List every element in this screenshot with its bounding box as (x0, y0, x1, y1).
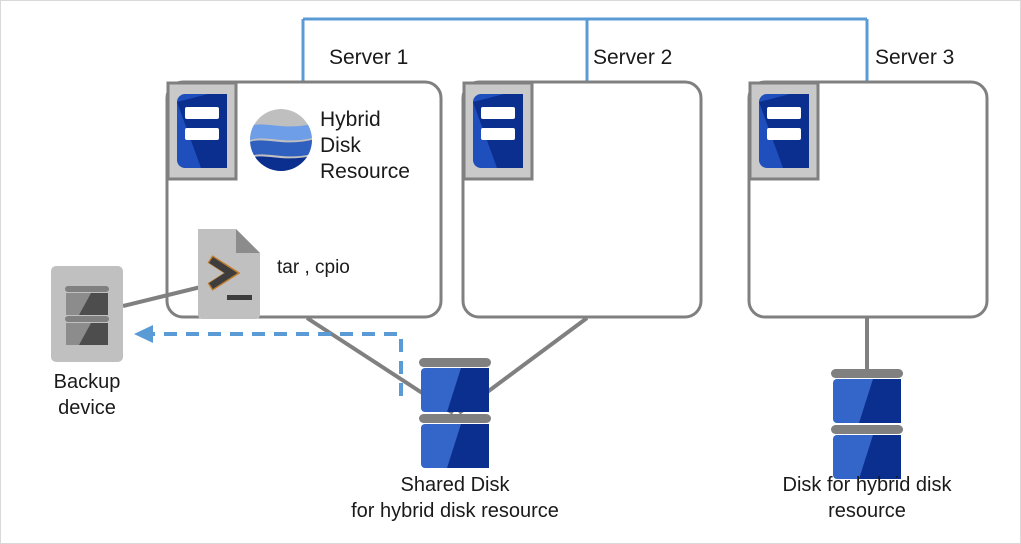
shared-disk-icon (419, 358, 491, 468)
backup-device-caption-line-2: device (58, 397, 116, 419)
shared-disk-caption-line-2: for hybrid disk resource (351, 500, 559, 522)
server-icon-3 (748, 81, 820, 181)
server-1-label: Server 1 (329, 46, 409, 69)
hybrid-disk-icon (831, 369, 903, 479)
server-icon-2 (462, 81, 534, 181)
server-icon-1 (166, 81, 238, 181)
hybrid-disk-caption-line-1: Disk for hybrid disk (782, 474, 952, 496)
tape-drive-icon (51, 266, 123, 362)
shared-disk-caption-line-1: Shared Disk (400, 474, 510, 496)
backup-data-flow-arrow (134, 325, 403, 396)
backup-command-label: tar , cpio (277, 257, 350, 278)
hybrid-disk-caption-line-2: resource (828, 500, 906, 522)
network-bus (301, 17, 869, 83)
hybrid-disk-resource-label-line-1: Hybrid (320, 108, 381, 131)
globe-icon (250, 109, 312, 171)
hybrid-disk-resource-label-line-3: Resource (320, 160, 410, 183)
server-2-label: Server 2 (593, 46, 673, 69)
server-3-label: Server 3 (875, 46, 955, 69)
backup-device-caption-line-1: Backup (53, 371, 121, 393)
hybrid-disk-resource-label-line-2: Disk (320, 134, 361, 157)
